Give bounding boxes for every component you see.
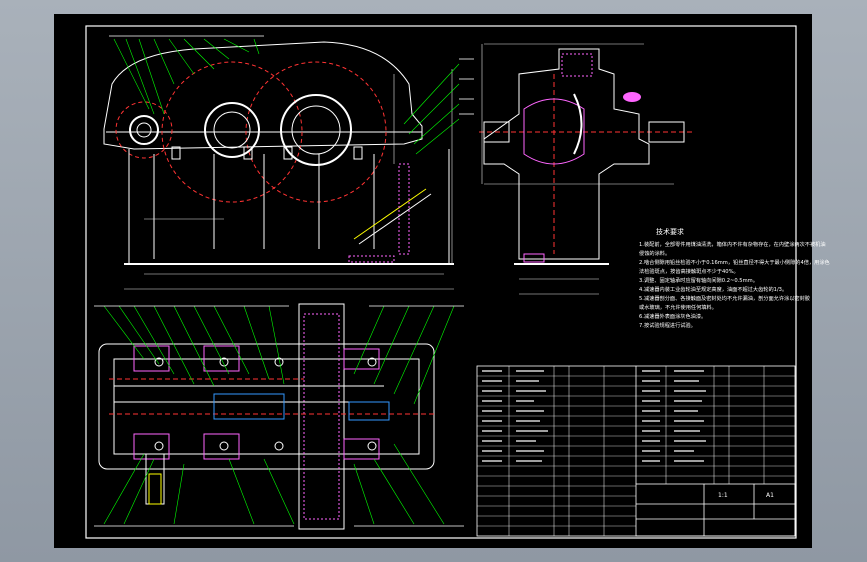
note-line-3: 2.啮合侧隙用铅丝检验不小于0.16mm，铅丝直径不得大于最小侧隙的4倍，用涂色	[639, 258, 830, 266]
side-view	[479, 43, 694, 295]
vent-plug	[623, 92, 641, 102]
title-block-scale: 1:1	[718, 492, 728, 499]
note-line-5: 3.调整、固定轴承时应留有轴向间隙0.2~0.5mm。	[639, 276, 758, 284]
note-line-7: 5.减速器剖分面、各接触面及密封处均不允许漏油，剖分面允许涂以密封胶	[639, 294, 810, 302]
cad-canvas: 技术要求 1.装配前，全部零件用煤油清洗，箱体内不许有杂物存在，在内壁涂两次不被…	[85, 25, 830, 539]
front-view	[103, 41, 454, 290]
note-line-10: 7.按试验规程进行试验。	[639, 321, 696, 329]
note-line-4: 法检验斑点，按齿高接触斑点不少于40%。	[639, 267, 739, 275]
top-view-label-rails	[94, 305, 464, 527]
front-view-leaders	[113, 38, 460, 155]
note-line-1: 1.装配前，全部零件用煤油清洗，箱体内不许有杂物存在，在内壁涂两次不被机油	[639, 240, 826, 248]
title-block	[635, 483, 796, 537]
drawing-border	[85, 25, 797, 539]
parts-list-cell-marks	[482, 370, 706, 462]
top-view	[98, 303, 435, 530]
parts-list	[476, 365, 796, 537]
note-line-2: 侵蚀的涂料。	[639, 249, 670, 257]
title-block-sheet: A1	[766, 492, 774, 499]
technical-notes: 技术要求 1.装配前，全部零件用煤油清洗，箱体内不许有杂物存在，在内壁涂两次不被…	[639, 227, 830, 329]
note-line-9: 6.减速器外表面涂灰色油漆。	[639, 312, 706, 320]
notes-heading: 技术要求	[656, 227, 684, 236]
front-view-top-ticks	[109, 35, 474, 115]
note-line-6: 4.减速器内装工业齿轮油至规定高度，油面不超过大齿轮的1/3。	[639, 285, 787, 293]
drawing-sheet: 技术要求 1.装配前，全部零件用煤油清洗，箱体内不许有杂物存在，在内壁涂两次不被…	[54, 14, 830, 548]
note-line-8: 或水玻璃，不允许使用任何填料。	[639, 303, 717, 311]
top-view-leaders	[103, 305, 455, 525]
